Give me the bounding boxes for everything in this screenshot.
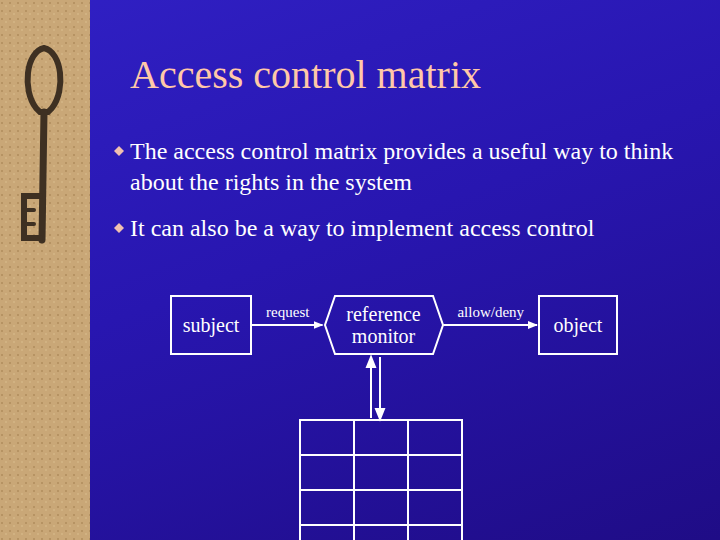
slide-title: Access control matrix — [130, 52, 481, 98]
node-label: reference monitor — [338, 303, 430, 347]
bullet-diamond — [114, 146, 124, 156]
sand-strip — [0, 0, 90, 540]
flow-arrow — [444, 324, 538, 326]
key-illustration — [24, 48, 60, 240]
edge-label: allow/deny — [457, 304, 524, 320]
entity-box: subject — [170, 295, 252, 355]
matrix-lookup-arrows — [367, 357, 384, 419]
hexagon-shape — [325, 296, 443, 354]
node-label: object — [554, 314, 603, 336]
reference-monitor-hexagon: reference monitor — [324, 295, 444, 355]
bullet-text: The access control matrix provides a use… — [130, 136, 708, 198]
bullet-diamond — [114, 223, 124, 233]
node-label: subject — [183, 314, 240, 336]
matrix-grid — [300, 420, 462, 540]
edge-label: request — [266, 304, 309, 320]
bullet-text: It can also be a way to implement access… — [130, 213, 708, 244]
entity-box: object — [538, 295, 618, 355]
rect-shape — [539, 296, 617, 354]
rect-shape — [171, 296, 251, 354]
flow-arrow — [252, 324, 323, 326]
